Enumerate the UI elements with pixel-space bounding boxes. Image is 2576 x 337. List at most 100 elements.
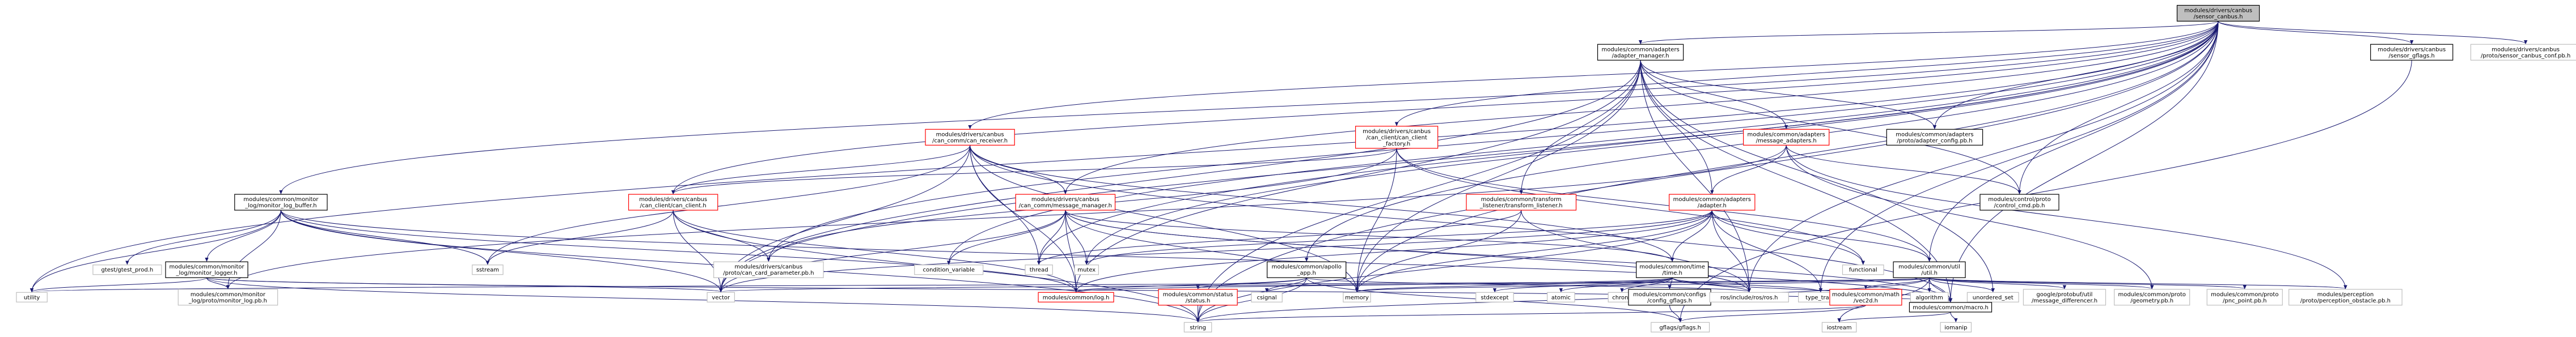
node-label-line: modules/common/configs <box>1633 292 1706 298</box>
graph-node-control-cmd[interactable]: modules/control/proto/control_cmd.pb.h <box>1979 194 2059 211</box>
dependency-edge <box>1357 277 1930 292</box>
dependency-edge <box>488 210 674 265</box>
node-label-line: _log/monitor_log_buffer.h <box>244 203 316 209</box>
dependency-edge-path <box>1929 277 2152 289</box>
graph-node-monitor-logger[interactable]: modules/common/monitor_log/monitor_logge… <box>165 261 248 278</box>
node-label-line: algorithm <box>1915 295 1943 301</box>
graph-node-adapter-manager[interactable]: modules/common/adapters/adapter_manager.… <box>1597 44 1684 61</box>
dependency-edge <box>1561 277 1673 292</box>
graph-node-macro[interactable]: modules/common/macro.h <box>1909 302 1993 313</box>
dependency-edge-path <box>32 210 281 292</box>
dependency-edge-path <box>1076 277 1673 292</box>
dependency-edge <box>1950 312 1956 322</box>
dependency-edge-path <box>280 210 1076 292</box>
dependency-edge <box>1821 21 2219 292</box>
node-label-line: modules/common/monitor <box>170 264 245 270</box>
dependency-edge-path <box>1065 210 1086 265</box>
dependency-edge <box>1396 148 1863 265</box>
dependency-edge <box>228 145 1787 288</box>
node-box <box>1886 129 1983 146</box>
graph-node-iostream: iostream <box>1821 322 1857 332</box>
graph-node-message-manager[interactable]: modules/drivers/canbus/can_comm/message_… <box>1015 194 1116 211</box>
graph-node-mutex: mutex <box>1074 265 1099 275</box>
graph-node-monitor-log-buffer[interactable]: modules/common/monitor_log/monitor_log_b… <box>234 194 328 211</box>
dependency-edge-path <box>280 210 721 292</box>
graph-node-can-client[interactable]: modules/drivers/canbus/can_client/can_cl… <box>628 194 718 211</box>
node-label-line: csignal <box>1257 295 1277 301</box>
node-label-line: stdexcept <box>1481 295 1508 301</box>
graph-node-can-client-factory[interactable]: modules/drivers/canbus/can_client/can_cl… <box>1355 126 1439 149</box>
node-box <box>2023 289 2107 306</box>
dependency-edge-path <box>1357 277 1930 292</box>
node-label-line: _factory.h <box>1382 141 1410 147</box>
dependency-edge <box>1839 312 1951 322</box>
dependency-edge <box>672 210 1076 292</box>
node-box <box>2288 289 2402 306</box>
graph-node-adapter-config[interactable]: modules/common/adapters/proto/adapter_co… <box>1886 129 1983 146</box>
node-box <box>1183 322 1212 332</box>
node-box <box>2206 289 2283 306</box>
node-label-line: modules/common/macro.h <box>1913 305 1989 311</box>
graph-node-util[interactable]: modules/common/util/util.h <box>1893 261 1966 278</box>
dependency-edge-path <box>1495 277 1673 292</box>
graph-node-sensor-gflags[interactable]: modules/drivers/canbus/sensor_gflags.h <box>2370 44 2454 61</box>
graph-node-time[interactable]: modules/common/time/time.h <box>1636 261 1709 278</box>
dependency-edge-path <box>1711 210 1749 292</box>
dependency-edge-path <box>1521 60 1641 194</box>
node-box <box>1829 289 1902 306</box>
dependency-edge <box>1357 21 2219 292</box>
graph-node-sensor-conf: modules/drivers/canbus/proto/sensor_canb… <box>2470 44 2576 61</box>
node-label-line: /geometry.pb.h <box>2130 298 2173 304</box>
dependency-edge <box>1929 277 1993 292</box>
dependency-edge <box>1711 210 1929 261</box>
dependency-edge-path <box>1640 60 1786 129</box>
graph-node-transform-listener[interactable]: modules/common/transform_listener/transf… <box>1466 194 1577 211</box>
dependency-edge-path <box>1929 277 2346 289</box>
edge-layer <box>32 20 2526 322</box>
dependency-edge-path <box>1198 60 1641 322</box>
graph-node-message-adapters[interactable]: modules/common/adapters/message_adapters… <box>1743 129 1830 146</box>
dependency-edge <box>1076 277 1307 292</box>
graph-node-adapter[interactable]: modules/common/adapters/adapter.h <box>1669 194 1756 211</box>
dependency-edge <box>970 145 1076 292</box>
dependency-edge <box>280 210 1076 292</box>
dependency-edge <box>673 148 1397 194</box>
node-label-line: modules/drivers/canbus <box>734 264 802 270</box>
graph-node-apollo-app[interactable]: modules/common/apollo_app.h <box>1267 261 1347 278</box>
dependency-edge-path <box>1306 277 1749 292</box>
node-box <box>1158 289 1238 306</box>
graph-node-log[interactable]: modules/common/log.h <box>1038 292 1114 302</box>
dependency-edge-path <box>1357 210 1522 292</box>
dependency-edge <box>1065 210 1749 292</box>
dependency-edge <box>281 21 2219 194</box>
node-box <box>1025 265 1053 275</box>
dependency-edge <box>206 278 228 289</box>
graph-node-config-gflags[interactable]: modules/common/configs/config_gflags.h <box>1628 289 1711 306</box>
graph-node-can-receiver[interactable]: modules/drivers/canbus/can_comm/can_rece… <box>925 129 1015 146</box>
dependency-edge-path <box>1672 277 1821 292</box>
dependency-edge <box>949 21 2219 264</box>
dependency-edge-path <box>970 145 1076 292</box>
node-label-line: /vec2d.h <box>1854 298 1878 304</box>
dependency-edge <box>1640 60 1712 194</box>
node-label-line: _log/proto/monitor_log.pb.h <box>188 298 267 304</box>
dependency-edge-path <box>1711 210 1821 292</box>
dependency-edge-path <box>1670 278 1673 289</box>
graph-node-status[interactable]: modules/common/status/status.h <box>1158 289 1238 306</box>
dependency-edge <box>1397 21 2219 125</box>
dependency-edge <box>1786 145 2019 194</box>
dependency-edge-path <box>1039 210 1066 265</box>
graph-node-root[interactable]: modules/drivers/canbus/sensor_canbus.h <box>2176 5 2260 22</box>
dependency-edge <box>2218 20 2526 44</box>
graph-node-vec2d[interactable]: modules/common/math/vec2d.h <box>1829 289 1902 306</box>
dependency-edge <box>32 21 2219 292</box>
dependency-edge <box>1039 210 1066 265</box>
node-label-line: modules/common/monitor <box>191 292 266 298</box>
node-label-line: modules/drivers/canbus <box>2492 46 2560 53</box>
dependency-edge-path <box>1640 60 1993 292</box>
dependency-edge <box>1866 277 1930 289</box>
dependency-edge-path <box>673 145 971 194</box>
node-box <box>1597 44 1684 61</box>
node-label-line: atomic <box>1551 295 1571 301</box>
dependency-edge-path <box>228 145 1787 288</box>
